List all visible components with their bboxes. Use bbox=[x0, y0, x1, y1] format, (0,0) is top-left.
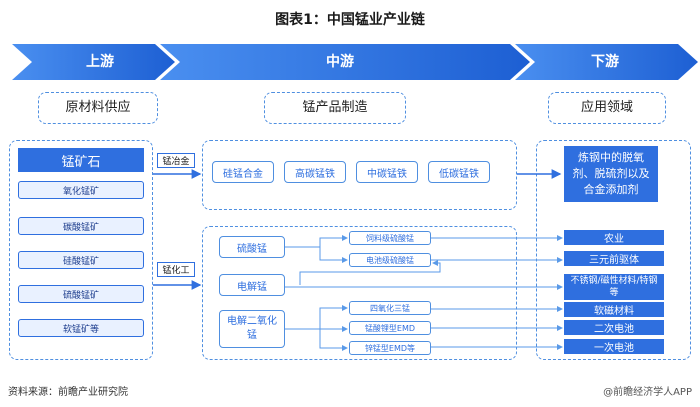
alloy-box: 高碳锰铁 bbox=[284, 161, 346, 183]
app-box: 农业 bbox=[564, 230, 664, 245]
dioxide-product: 锌锰型EMD等 bbox=[349, 341, 431, 355]
stage-downstream-label: 下游 bbox=[591, 54, 619, 70]
upstream-header: 原材料供应 bbox=[38, 92, 158, 124]
sulfate-product: 电池级硫酸锰 bbox=[349, 253, 431, 267]
ore-item: 硅酸锰矿 bbox=[18, 251, 144, 269]
alloy-box: 中碳锰铁 bbox=[356, 161, 418, 183]
stage-chevrons bbox=[12, 44, 698, 80]
dioxide-product: 四氧化三锰 bbox=[349, 301, 431, 315]
upstream-chevron bbox=[12, 44, 175, 80]
brand-note: @前瞻经济学人APP bbox=[603, 387, 692, 398]
electrolytic-mno2-box: 电解二氧化锰 bbox=[219, 310, 285, 348]
stage-upstream-label: 上游 bbox=[86, 54, 114, 70]
midstream-chevron bbox=[160, 44, 530, 80]
alloy-box: 硅锰合金 bbox=[212, 161, 274, 183]
ore-main-box: 锰矿石 bbox=[18, 148, 144, 172]
dioxide-product: 锰酸锂型EMD bbox=[349, 321, 431, 335]
ore-item: 硫酸锰矿 bbox=[18, 285, 144, 303]
downstream-chevron bbox=[515, 44, 698, 80]
app-box: 一次电池 bbox=[564, 339, 664, 354]
sulfate-product: 饲料级硫酸锰 bbox=[349, 231, 431, 245]
alloy-box: 低碳锰铁 bbox=[428, 161, 490, 183]
steel-app-box: 炼钢中的脱氧剂、脱硫剂以及合金添加剂 bbox=[564, 146, 658, 202]
stage-midstream-label: 中游 bbox=[326, 54, 354, 70]
manganese-sulfate-box: 硫酸锰 bbox=[219, 236, 285, 258]
app-box: 软磁材料 bbox=[564, 302, 664, 317]
metallurgy-tag: 锰冶金 bbox=[157, 153, 195, 168]
ore-item: 软锰矿等 bbox=[18, 319, 144, 337]
electrolytic-manganese-box: 电解锰 bbox=[219, 274, 285, 296]
downstream-header: 应用领域 bbox=[548, 92, 666, 124]
chemical-tag: 锰化工 bbox=[157, 262, 195, 277]
ore-item: 碳酸锰矿 bbox=[18, 217, 144, 235]
app-box: 三元前驱体 bbox=[564, 251, 664, 266]
midstream-header: 锰产品制造 bbox=[264, 92, 406, 124]
chart-title: 图表1：中国锰业产业链 bbox=[275, 12, 425, 28]
app-box: 不锈钢/磁性材料/特钢等 bbox=[564, 274, 664, 300]
app-box: 二次电池 bbox=[564, 320, 664, 335]
ore-item: 氧化锰矿 bbox=[18, 181, 144, 199]
source-note: 资料来源：前瞻产业研究院 bbox=[8, 387, 128, 398]
